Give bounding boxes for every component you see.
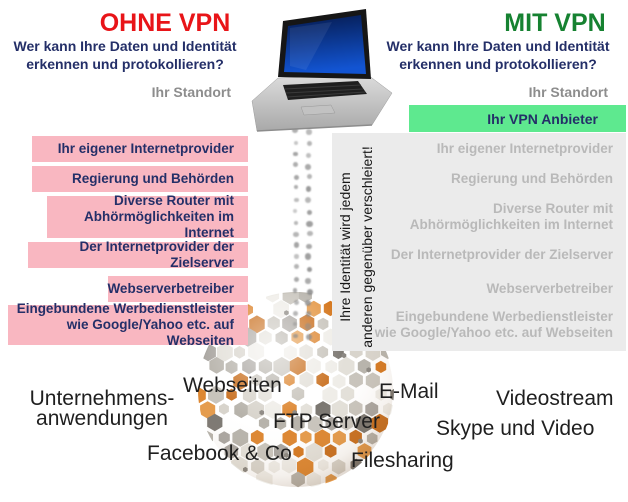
subtitle-left-line1: Wer kann Ihre Daten und Identität: [13, 38, 237, 54]
watcher-box-webserverbetreiber: Webserverbetreiber: [107, 276, 248, 302]
masked-watcher-regierung: Regierung und Behörden: [333, 166, 613, 192]
title-ohne-vpn: OHNE VPN: [99, 9, 231, 37]
service-label-videostream: Videostream: [496, 387, 614, 410]
watcher-box-line: Regierung und Behörden: [72, 171, 234, 186]
watcher-box-internetprovider: Ihr eigener Internetprovider: [32, 136, 248, 162]
masked-watcher-webserverbetreiber: Webserverbetreiber: [333, 276, 613, 302]
watcher-box-line: Diverse Router mit: [113, 193, 234, 208]
watcher-box-line: Abhörmöglichkeiten im Internet: [83, 209, 234, 240]
subtitle-right-line2: erkennen und protokollieren?: [399, 56, 597, 72]
masked-watcher-line: Der Internetprovider der Zielserver: [390, 247, 613, 262]
masked-watcher-internetprovider: Ihr eigener Internetprovider: [333, 136, 613, 162]
masked-watcher-line: Diverse Router mit: [492, 201, 613, 216]
service-label-line: anwendungen: [36, 407, 168, 430]
privacy-note: Ihre Identität wird jedem anderen gegenü…: [334, 137, 378, 357]
subtitle-left-line2: erkennen und protokollieren?: [26, 56, 224, 72]
subtitle-right-line1: Wer kann Ihre Daten und Identität: [386, 38, 610, 54]
service-label-webseiten: Webseiten: [183, 374, 282, 397]
subtitle-left: Wer kann Ihre Daten und Identität erkenn…: [2, 37, 248, 73]
masked-watcher-line: Webserverbetreiber: [486, 281, 613, 296]
masked-watcher-line: Abhörmöglichkeiten im Internet: [409, 217, 613, 232]
service-label-skype: Skype und Video: [436, 417, 595, 440]
watcher-box-regierung: Regierung und Behörden: [32, 166, 248, 192]
watcher-box-line: Der Internetprovider der Zielserver: [79, 239, 234, 270]
watcher-box-line: Webserverbetreiber: [107, 281, 234, 296]
watcher-box-router: Diverse Router mit Abhörmöglichkeiten im…: [47, 193, 248, 240]
watcher-box-zielserver-provider: Der Internetprovider der Zielserver: [28, 239, 248, 270]
masked-watcher-line: wie Google/Yahoo etc. auf Webseiten: [374, 325, 613, 340]
watcher-box-line: Ihr eigener Internetprovider: [57, 141, 234, 156]
watcher-box-line: Eingebundene Werbedienstleister: [16, 301, 234, 316]
masked-watcher-zielserver-provider: Der Internetprovider der Zielserver: [333, 242, 613, 268]
masked-watcher-router: Diverse Router mit Abhörmöglichkeiten im…: [333, 196, 613, 238]
service-label-unternehmensanwendungen: Unternehmens- anwendungen: [26, 387, 178, 430]
service-label-ftp-server: FTP Server: [273, 410, 380, 433]
service-label-line: Unternehmens-: [29, 387, 175, 410]
service-label-filesharing: Filesharing: [351, 449, 454, 472]
service-label-email: E-Mail: [379, 380, 439, 403]
title-mit-vpn: MIT VPN: [504, 9, 606, 37]
watcher-box-line: wie Google/Yahoo etc. auf Webseiten: [66, 317, 234, 348]
privacy-note-line2: anderen gegenüber verschleiert!: [359, 146, 375, 348]
watcher-box-werbedienstleister: Eingebundene Werbedienstleister wie Goog…: [8, 301, 248, 348]
masked-watcher-line: Eingebundene Werbedienstleister: [395, 309, 613, 324]
masked-watcher-line: Ihr eigener Internetprovider: [436, 141, 613, 156]
subtitle-right: Wer kann Ihre Daten und Identität erkenn…: [382, 37, 614, 73]
privacy-note-line1: Ihre Identität wird jedem: [337, 172, 353, 322]
location-label-right: Ihr Standort: [528, 84, 608, 100]
vpn-provider-box: Ihr VPN Anbieter: [409, 105, 626, 132]
masked-watcher-line: Regierung und Behörden: [451, 171, 613, 186]
masked-watcher-werbedienstleister: Eingebundene Werbedienstleister wie Goog…: [333, 305, 613, 345]
location-label-left: Ihr Standort: [151, 84, 231, 100]
service-label-facebook: Facebook & Co: [147, 442, 292, 465]
